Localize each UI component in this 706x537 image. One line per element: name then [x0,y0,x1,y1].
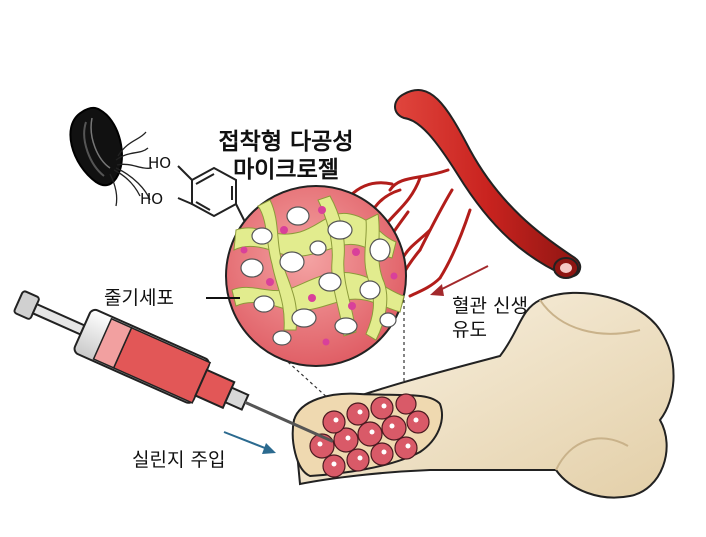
ho-top-label: HO [148,154,171,172]
microgel-beads [309,393,430,478]
microgel-title: 접착형 다공성 마이크로젤 [196,128,376,184]
syringe-injection-label: 실린지 주입 [132,449,226,471]
angiogenesis-line-1: 혈관 신생 [452,295,528,317]
zoom-guide-lines [287,300,405,401]
microgel-sphere [225,185,407,367]
stem-cell-label: 줄기세포 [104,287,174,309]
ho-bottom-label: HO [140,190,163,208]
injection-arrow [223,431,276,454]
mussel-icon [69,106,153,207]
syringe [13,290,334,443]
microgel-title-line-1: 접착형 다공성 [218,129,354,155]
microgel-bead-pores [317,403,419,467]
blood-vessel [348,89,582,298]
microgel-title-line-2: 마이크로젤 [233,157,339,183]
angiogenesis-line-2: 유도 [452,319,487,341]
angiogenesis-arrow [430,265,489,296]
angiogenesis-label: 혈관 신생 유도 [452,294,528,342]
